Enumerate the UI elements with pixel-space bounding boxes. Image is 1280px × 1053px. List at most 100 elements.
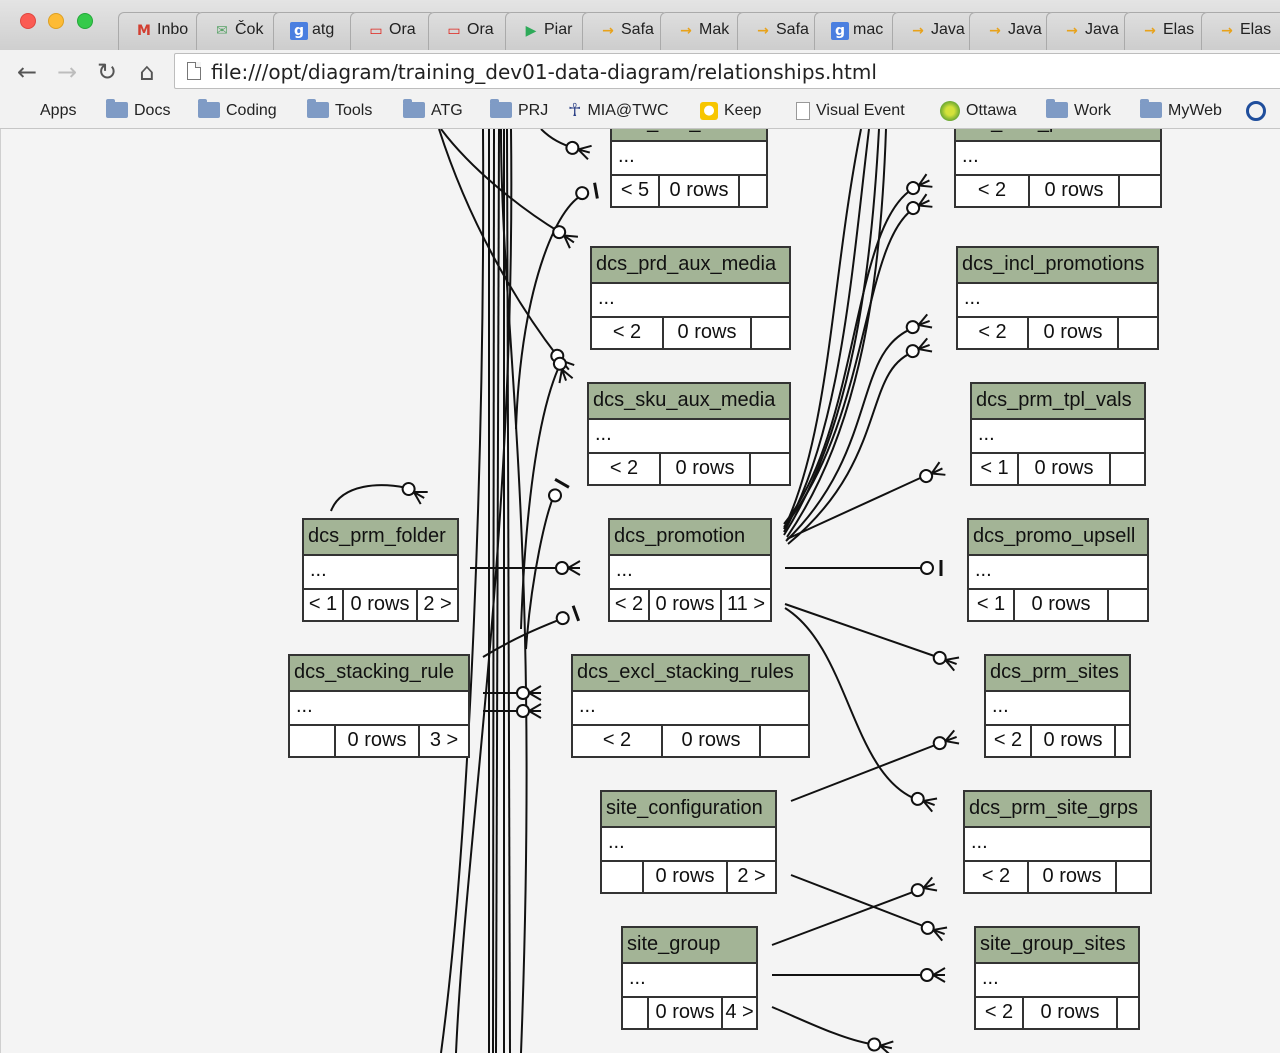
table-name[interactable]: dcs_sku_media bbox=[612, 129, 766, 142]
bookmark-visual-event[interactable]: Visual Event bbox=[796, 100, 905, 122]
tab-5[interactable]: ▭Ora bbox=[428, 12, 514, 50]
parents-link[interactable] bbox=[602, 862, 644, 892]
table-dcs-sku-media[interactable]: dcs_sku_media...< 50 rows bbox=[610, 129, 768, 208]
table-columns-placeholder[interactable]: ... bbox=[610, 556, 770, 590]
table-name[interactable]: dcs_promotion bbox=[610, 520, 770, 556]
children-link[interactable]: 3 > bbox=[429, 729, 459, 751]
tab-11[interactable]: →Java bbox=[892, 12, 978, 50]
table-columns-placeholder[interactable]: ... bbox=[972, 420, 1144, 454]
children-link[interactable]: 2 > bbox=[737, 865, 766, 887]
minimize-window-button[interactable] bbox=[48, 13, 64, 29]
back-button[interactable]: ← bbox=[16, 58, 38, 86]
tab-15[interactable]: →Elas bbox=[1201, 12, 1280, 50]
children-link[interactable] bbox=[1109, 590, 1147, 620]
table-columns-placeholder[interactable]: ... bbox=[956, 142, 1160, 176]
children-link[interactable] bbox=[1119, 318, 1157, 348]
table-columns-placeholder[interactable]: ... bbox=[976, 964, 1138, 998]
children-link[interactable]: 2 > bbox=[423, 593, 452, 615]
table-name[interactable]: dcs_sku_aux_media bbox=[589, 384, 789, 420]
bookmark-keep[interactable]: ●Keep bbox=[700, 100, 761, 122]
parents-link[interactable]: < 1 bbox=[972, 454, 1019, 484]
close-window-button[interactable] bbox=[20, 13, 36, 29]
table-name[interactable]: site_group bbox=[623, 928, 756, 964]
children-link[interactable] bbox=[740, 176, 766, 206]
bookmark-mia[interactable]: ☥MIA@TWC bbox=[568, 100, 669, 122]
children-link[interactable] bbox=[1116, 726, 1129, 756]
tab-4[interactable]: ▭Ora bbox=[350, 12, 436, 50]
parents-link[interactable]: < 2 bbox=[956, 176, 1030, 206]
children-link[interactable] bbox=[1118, 998, 1138, 1028]
children-link[interactable] bbox=[1117, 862, 1150, 892]
tab-9[interactable]: →Safa bbox=[737, 12, 823, 50]
table-name[interactable]: dcs_promo_upsell bbox=[969, 520, 1147, 556]
bookmark-apps[interactable]: Apps bbox=[16, 100, 76, 122]
bookmark-folder-tools[interactable]: Tools bbox=[307, 98, 372, 122]
children-link[interactable] bbox=[761, 726, 808, 756]
parents-link[interactable]: < 2 bbox=[958, 318, 1029, 348]
table-dcs-excl-promotions[interactable]: dcs_excl_promotions...< 20 rows bbox=[954, 129, 1162, 208]
table-columns-placeholder[interactable]: ... bbox=[602, 828, 775, 862]
tab-7[interactable]: →Safa bbox=[582, 12, 668, 50]
table-columns-placeholder[interactable]: ... bbox=[612, 142, 766, 176]
home-button[interactable]: ⌂ bbox=[139, 58, 155, 86]
bookmark-folder-docs[interactable]: Docs bbox=[106, 98, 170, 122]
parents-link[interactable]: < 2 bbox=[592, 318, 664, 348]
tab-13[interactable]: →Java bbox=[1046, 12, 1132, 50]
children-link[interactable]: 11 > bbox=[727, 593, 765, 615]
bookmark-folder-work[interactable]: Work bbox=[1046, 98, 1111, 122]
table-columns-placeholder[interactable]: ... bbox=[969, 556, 1147, 590]
table-name[interactable]: site_group_sites bbox=[976, 928, 1138, 964]
table-name[interactable]: dcs_prd_aux_media bbox=[592, 248, 789, 284]
parents-link[interactable]: < 5 bbox=[612, 176, 660, 206]
children-link[interactable] bbox=[751, 454, 789, 484]
tab-2[interactable]: ✉Čok bbox=[196, 12, 282, 50]
table-name[interactable]: dcs_prm_folder bbox=[304, 520, 457, 556]
children-link[interactable] bbox=[1111, 454, 1144, 484]
table-name[interactable]: dcs_excl_promotions bbox=[956, 129, 1160, 142]
table-columns-placeholder[interactable]: ... bbox=[592, 284, 789, 318]
parents-link[interactable]: < 2 bbox=[965, 862, 1029, 892]
parents-link[interactable]: < 2 bbox=[589, 454, 661, 484]
bookmark-folder-myweb[interactable]: MyWeb bbox=[1140, 98, 1222, 122]
parents-link[interactable]: < 1 bbox=[304, 590, 344, 620]
table-name[interactable]: dcs_prm_site_grps bbox=[965, 792, 1150, 828]
table-name[interactable]: dcs_prm_tpl_vals bbox=[972, 384, 1144, 420]
table-columns-placeholder[interactable]: ... bbox=[290, 692, 468, 726]
table-columns-placeholder[interactable]: ... bbox=[304, 556, 457, 590]
parents-link[interactable]: < 2 bbox=[976, 998, 1024, 1028]
table-columns-placeholder[interactable]: ... bbox=[573, 692, 808, 726]
tab-14[interactable]: →Elas bbox=[1124, 12, 1210, 50]
table-columns-placeholder[interactable]: ... bbox=[623, 964, 756, 998]
address-bar[interactable]: file:///opt/diagram/training_dev01-data-… bbox=[174, 53, 1280, 89]
children-link[interactable]: 4 > bbox=[725, 1001, 754, 1023]
bookmark-ottawa[interactable]: Ottawa bbox=[940, 100, 1017, 122]
table-name[interactable]: site_configuration bbox=[602, 792, 775, 828]
reload-button[interactable]: ↻ bbox=[96, 58, 118, 86]
bookmark-folder-coding[interactable]: Coding bbox=[198, 98, 277, 122]
children-link[interactable] bbox=[752, 318, 789, 348]
bookmark-folder-atg[interactable]: ATG bbox=[403, 98, 463, 122]
table-name[interactable]: dcs_prm_sites bbox=[986, 656, 1129, 692]
parents-link[interactable]: < 1 bbox=[969, 590, 1015, 620]
parents-link[interactable] bbox=[290, 726, 336, 756]
table-columns-placeholder[interactable]: ... bbox=[958, 284, 1157, 318]
children-link[interactable] bbox=[1120, 176, 1160, 206]
table-columns-placeholder[interactable]: ... bbox=[589, 420, 789, 454]
parents-link[interactable]: < 2 bbox=[610, 590, 650, 620]
parents-link[interactable]: < 2 bbox=[986, 726, 1032, 756]
